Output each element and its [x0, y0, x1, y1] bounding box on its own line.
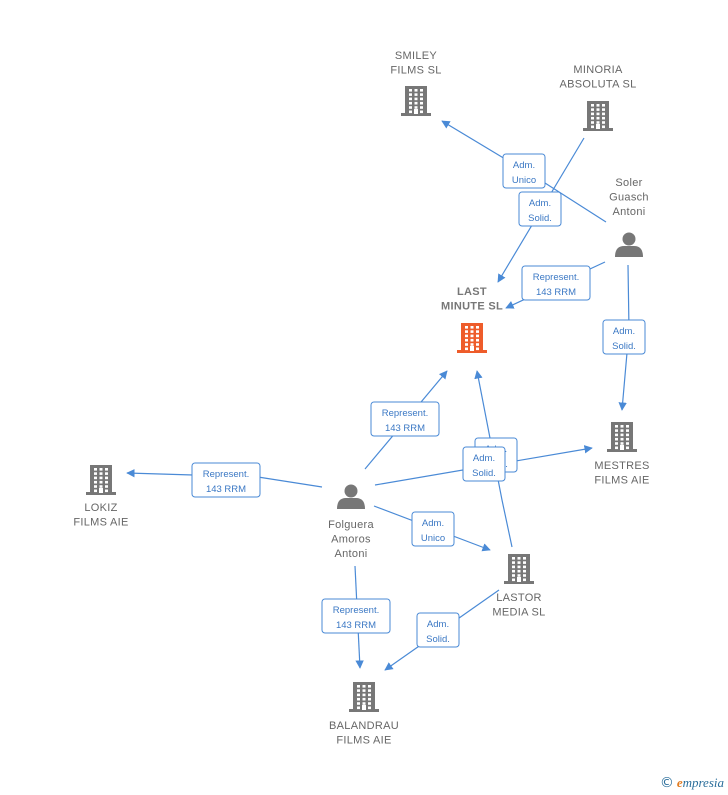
node-minoria[interactable]: MINORIA ABSOLUTA SL [559, 64, 636, 131]
edge-label-box [521, 265, 591, 301]
edge-label-line: Represent. [382, 408, 428, 419]
edge-label-line: Represent. [203, 469, 249, 480]
node-smiley[interactable]: SMILEY FILMS SL [390, 50, 441, 116]
edge-label-box [416, 612, 460, 648]
node-lastor[interactable]: LASTOR MEDIA SL [492, 554, 545, 619]
edge-label-line: Adm. [529, 198, 551, 209]
edge-label-box [191, 462, 261, 498]
node-label: LAST [457, 286, 487, 298]
node-lokiz[interactable]: LOKIZ FILMS AIE [73, 465, 128, 529]
edge-label-line: Adm. [422, 518, 444, 529]
edge-label-box [462, 446, 506, 482]
building-icon [504, 554, 534, 584]
edge-label-box [602, 319, 646, 355]
edge-label-line: Represent. [533, 272, 579, 283]
node-label: FILMS AIE [73, 517, 128, 529]
node-label: MINUTE SL [441, 301, 503, 313]
edge-label-line: Adm. [513, 160, 535, 171]
edge-label-lastor-to-balandrau[interactable]: Adm. Solid. [416, 612, 460, 648]
edge-label-folguera-to-lokiz[interactable]: Represent. 143 RRM [191, 462, 261, 498]
edge-label-box [321, 598, 391, 634]
nodes-layer: SMILEY FILMS SL MINORIA ABSOLUTA SL SolerGua… [73, 50, 649, 747]
edge-label-folguera-to-mestres[interactable]: Adm. Solid. [462, 446, 506, 482]
node-label: MINORIA [573, 64, 623, 76]
node-label: FILMS AIE [336, 735, 391, 747]
edge-label-line: 143 RRM [536, 287, 576, 298]
edge-label-soler-to-lastminute[interactable]: Represent. 143 RRM [521, 265, 591, 301]
edge-label-line: Adm. [613, 326, 635, 337]
footer-brand: ©empresia [660, 775, 724, 791]
node-label: MESTRES [594, 460, 649, 472]
node-label: Amoros [331, 534, 371, 546]
node-label: BALANDRAU [329, 720, 399, 732]
edge-label-folguera-to-lastor[interactable]: Adm. Unico [411, 511, 455, 547]
edge-label-line: Solid. [426, 634, 450, 645]
node-label: LASTOR [496, 592, 542, 604]
node-label: Antoni [613, 206, 646, 218]
edge-label-box [411, 511, 455, 547]
building-icon [349, 682, 379, 712]
node-mestres[interactable]: MESTRES FILMS AIE [594, 422, 649, 487]
edge-label-line: 143 RRM [336, 620, 376, 631]
brand-name: mpresia [682, 775, 724, 790]
edge-label-box [370, 401, 440, 437]
node-label: FILMS SL [390, 65, 441, 77]
edge-lastor-to-lastminute [474, 370, 513, 548]
building-icon [401, 86, 431, 116]
node-label: ABSOLUTA SL [559, 79, 636, 91]
edge-label-line: Solid. [472, 468, 496, 479]
edge-label-line: Solid. [528, 213, 552, 224]
building-icon [86, 465, 116, 495]
node-label: Guasch [609, 192, 649, 204]
copyright-icon: © [659, 775, 674, 791]
edge-label-line: 143 RRM [385, 423, 425, 434]
edge-label-folguera-to-lastminute[interactable]: Represent. 143 RRM [370, 401, 440, 437]
edge-label-soler-to-smiley[interactable]: Adm. Unico [502, 153, 546, 189]
edge-label-line: Unico [512, 175, 536, 186]
edge-label-box [518, 191, 562, 227]
edge-label-box [502, 153, 546, 189]
edge-label-line: Adm. [473, 453, 495, 464]
edge-label-line: Adm. [427, 619, 449, 630]
building-icon [583, 101, 613, 131]
person-icon [615, 232, 643, 257]
person-icon [337, 484, 365, 509]
node-label: FILMS AIE [594, 475, 649, 487]
node-label: LOKIZ [84, 502, 117, 514]
edge-label-folguera-to-balandrau[interactable]: Represent. 143 RRM [321, 598, 391, 634]
node-label: SMILEY [395, 50, 438, 62]
edge-label-soler-to-mestres[interactable]: Adm. Solid. [602, 319, 646, 355]
node-label: MEDIA SL [492, 607, 545, 619]
edge-label-line: 143 RRM [206, 484, 246, 495]
edge-label-minoria-to-lastminute[interactable]: Adm. Solid. [518, 191, 562, 227]
node-lastminute[interactable]: LAST MINUTE SL [441, 286, 503, 353]
node-label: Soler [615, 177, 642, 189]
brand-mark: e [676, 775, 683, 790]
focus-building-icon [457, 323, 487, 353]
node-label: Antoni [335, 548, 368, 560]
edge-label-line: Represent. [333, 605, 379, 616]
node-label: Folguera [328, 519, 374, 531]
edge-label-line: Solid. [612, 341, 636, 352]
building-icon [607, 422, 637, 452]
edge-label-line: Unico [421, 533, 445, 544]
node-balandrau[interactable]: BALANDRAU FILMS AIE [329, 682, 399, 747]
